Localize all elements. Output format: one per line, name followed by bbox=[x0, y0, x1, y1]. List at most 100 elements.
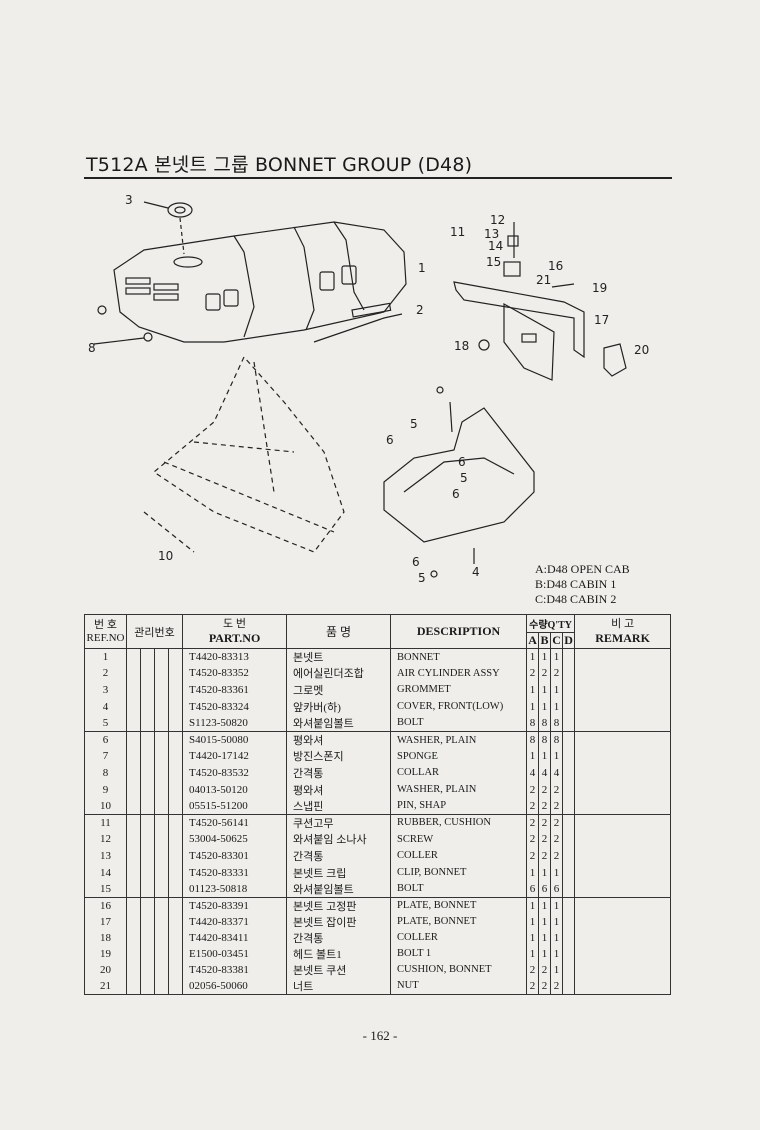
mgmt-cell bbox=[126, 945, 141, 962]
korean-name-cell: 쿠션고무 bbox=[286, 813, 392, 832]
qty-b-cell: 1 bbox=[538, 913, 552, 930]
mgmt-cell bbox=[140, 977, 155, 995]
mgmt-cell bbox=[154, 896, 169, 914]
callout-5b: 5 bbox=[460, 471, 468, 485]
qty-d-cell bbox=[562, 730, 576, 749]
qty-a-cell: 8 bbox=[526, 730, 540, 749]
mgmt-cell bbox=[140, 929, 155, 946]
description-cell: PLATE, BONNET bbox=[390, 913, 528, 930]
qty-d-cell bbox=[562, 977, 576, 995]
part-number-cell: E1500-03451 bbox=[182, 945, 288, 962]
korean-name-cell: 본넷트 잡이판 bbox=[286, 913, 392, 930]
description-cell: NUT bbox=[390, 977, 528, 995]
callout-5c: 5 bbox=[418, 571, 426, 585]
ref-cell: 21 bbox=[84, 977, 127, 995]
callout-6b: 6 bbox=[458, 455, 466, 469]
qty-a-cell: 1 bbox=[526, 748, 540, 765]
qty-c-cell: 2 bbox=[550, 847, 564, 865]
description-cell: WASHER, PLAIN bbox=[390, 730, 528, 749]
mgmt-cell bbox=[167, 797, 184, 815]
qty-d-cell bbox=[562, 864, 576, 881]
remark-cell bbox=[574, 864, 672, 881]
mgmt-cell bbox=[126, 665, 141, 682]
callout-2: 2 bbox=[416, 303, 424, 317]
qty-d-cell bbox=[562, 847, 576, 865]
qty-b-cell: 4 bbox=[538, 764, 552, 782]
qty-d-cell bbox=[562, 698, 576, 715]
mgmt-cell bbox=[167, 864, 184, 881]
korean-name-cell: 와셔붙임 소나사 bbox=[286, 831, 392, 848]
korean-name-cell: 평와셔 bbox=[286, 781, 392, 798]
callout-15: 15 bbox=[486, 255, 501, 269]
callout-8: 8 bbox=[88, 341, 96, 355]
callout-4: 4 bbox=[472, 565, 480, 579]
qty-c-cell: 8 bbox=[550, 714, 564, 732]
qty-d-cell bbox=[562, 929, 576, 946]
mgmt-cell bbox=[126, 681, 141, 699]
mgmt-cell bbox=[167, 880, 184, 898]
remark-cell bbox=[574, 847, 672, 865]
qty-b-cell: 2 bbox=[538, 781, 552, 798]
qty-d-cell bbox=[562, 831, 576, 848]
mgmt-cell bbox=[154, 913, 169, 930]
mgmt-cell bbox=[126, 698, 141, 715]
mgmt-cell bbox=[167, 831, 184, 848]
mgmt-cell bbox=[154, 961, 169, 978]
remark-cell bbox=[574, 961, 672, 978]
ref-cell: 13 bbox=[84, 847, 127, 865]
mgmt-cell bbox=[167, 945, 184, 962]
qty-a-header: A bbox=[526, 632, 540, 649]
ref-cell: 11 bbox=[84, 813, 127, 832]
mgmt-cell bbox=[167, 896, 184, 914]
ref-cell: 4 bbox=[84, 698, 127, 715]
part-number-cell: T4520-83381 bbox=[182, 961, 288, 978]
qty-b-cell: 2 bbox=[538, 847, 552, 865]
legend-item: B:D48 CABIN 1 bbox=[535, 577, 617, 591]
remark-cell bbox=[574, 698, 672, 715]
ref-cell: 15 bbox=[84, 880, 127, 898]
mgmt-cell bbox=[140, 665, 155, 682]
korean-name-cell: 방진스폰지 bbox=[286, 748, 392, 765]
description-cell: GROMMET bbox=[390, 681, 528, 699]
remark-cell bbox=[574, 896, 672, 914]
part-number-cell: T4520-56141 bbox=[182, 813, 288, 832]
qty-b-cell: 2 bbox=[538, 813, 552, 832]
description-cell: SCREW bbox=[390, 831, 528, 848]
qty-b-cell: 1 bbox=[538, 864, 552, 881]
mgmt-cell bbox=[167, 781, 184, 798]
callout-14: 14 bbox=[488, 239, 503, 253]
qty-c-cell: 1 bbox=[550, 929, 564, 946]
mgmt-cell bbox=[140, 730, 155, 749]
part-number-cell: T4520-83361 bbox=[182, 681, 288, 699]
korean-name-cell: 간격통 bbox=[286, 929, 392, 946]
remark-cell bbox=[574, 945, 672, 962]
mgmt-cell bbox=[154, 698, 169, 715]
mgmt-cell bbox=[154, 929, 169, 946]
legend-item: A:D48 OPEN CAB bbox=[535, 562, 630, 576]
mgmt-cell bbox=[140, 764, 155, 782]
description-cell: COLLER bbox=[390, 929, 528, 946]
qty-b-cell: 2 bbox=[538, 977, 552, 995]
mgmt-cell bbox=[126, 648, 141, 666]
qty-a-cell: 6 bbox=[526, 880, 540, 898]
qty-c-cell: 1 bbox=[550, 698, 564, 715]
qty-b-cell: 1 bbox=[538, 896, 552, 914]
qty-d-cell bbox=[562, 961, 576, 978]
mgmt-cell bbox=[140, 880, 155, 898]
qty-c-cell: 1 bbox=[550, 648, 564, 666]
mgmt-cell bbox=[154, 797, 169, 815]
part-number-cell: 02056-50060 bbox=[182, 977, 288, 995]
mgmt-cell bbox=[167, 977, 184, 995]
mgmt-cell bbox=[126, 880, 141, 898]
korean-name-cell: 헤드 볼트1 bbox=[286, 945, 392, 962]
remark-cell bbox=[574, 831, 672, 848]
bonnet-shape bbox=[113, 221, 407, 343]
part-number-cell: T4420-83411 bbox=[182, 929, 288, 946]
